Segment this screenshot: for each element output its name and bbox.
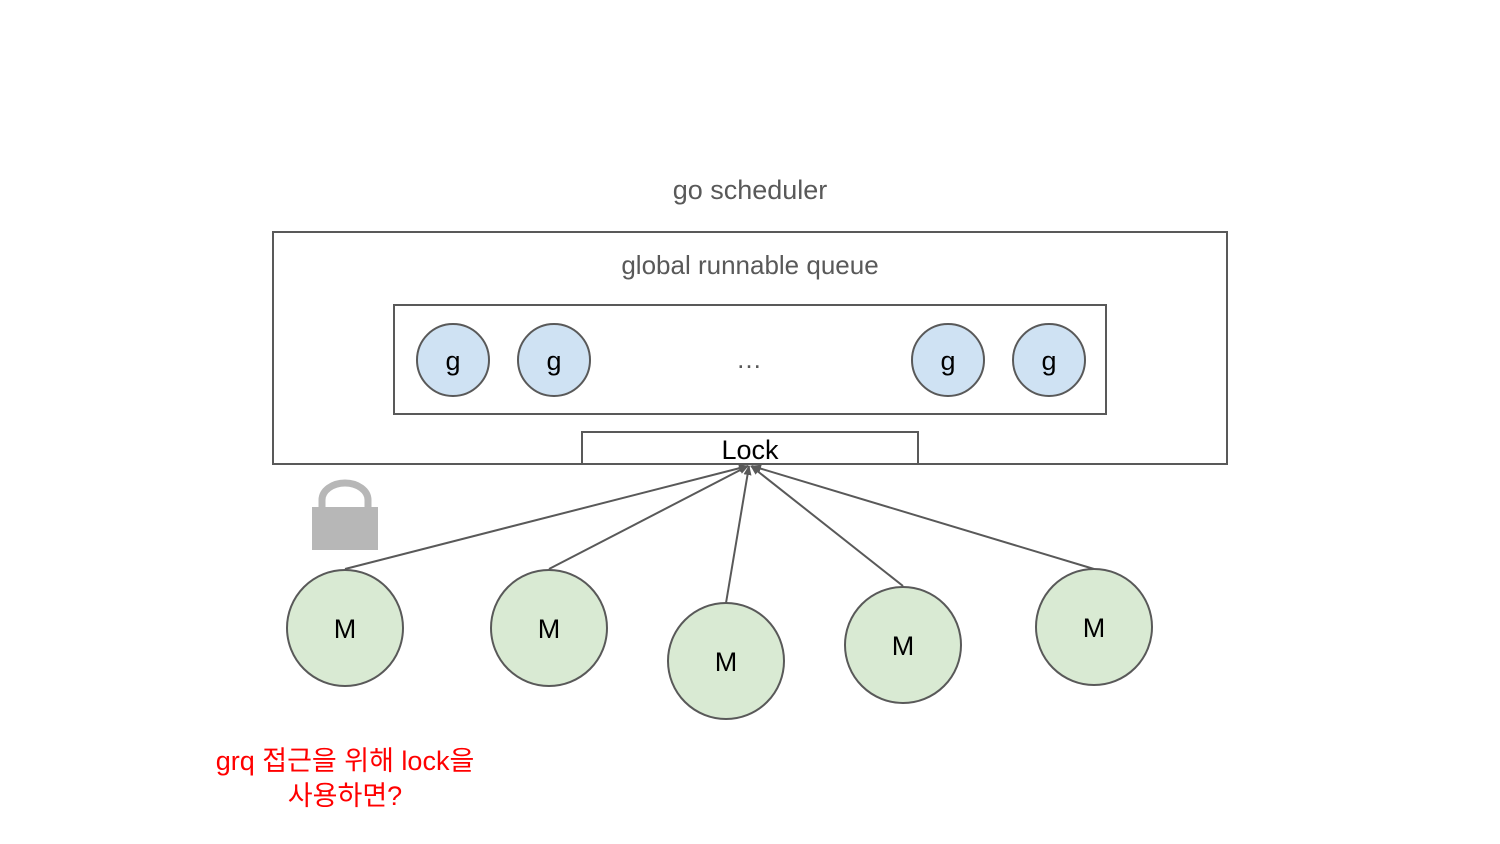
padlock-icon (312, 479, 378, 550)
machine-node: M (1035, 568, 1153, 686)
machine-label: M (538, 614, 561, 644)
arrow-m4-to-lock (750, 465, 904, 587)
arrow-m2-to-lock (548, 465, 749, 570)
goroutine-circle (416, 323, 490, 397)
caption-line-2: 사용하면? (288, 781, 402, 811)
goroutine-label: g (445, 346, 460, 376)
arrow-m3-to-lock (725, 465, 752, 604)
machine-circle (1035, 568, 1153, 686)
queue-label: global runnable queue (621, 250, 878, 280)
arrow-m5-to-lock (751, 464, 1095, 570)
lock-label: Lock (721, 435, 779, 465)
machine-label: M (715, 647, 738, 677)
padlock-shackle (318, 479, 372, 508)
machine-node: M (286, 569, 404, 687)
padlock-body (312, 507, 378, 550)
machine-node: M (667, 602, 785, 720)
global-runnable-queue-box (393, 304, 1107, 415)
diagram-title: go scheduler (673, 175, 828, 205)
queue-ellipsis: … (736, 344, 762, 374)
machine-node: M (490, 569, 608, 687)
machine-node: M (844, 586, 962, 704)
lock-box (581, 431, 919, 465)
goroutine: g (1012, 323, 1086, 397)
goroutine-label: g (1041, 346, 1056, 376)
goroutine: g (416, 323, 490, 397)
goroutine-label: g (546, 346, 561, 376)
machine-circle (844, 586, 962, 704)
goroutine: g (911, 323, 985, 397)
goroutine-label: g (940, 346, 955, 376)
caption-line-1: grq 접근을 위해 lock을 (216, 746, 475, 776)
goroutine-circle (1012, 323, 1086, 397)
machine-label: M (1083, 613, 1106, 643)
machine-circle (667, 602, 785, 720)
arrow-m1-to-lock (344, 464, 749, 570)
machine-circle (286, 569, 404, 687)
goroutine: g (517, 323, 591, 397)
goroutine-circle (517, 323, 591, 397)
machine-circle (490, 569, 608, 687)
machine-label: M (334, 614, 357, 644)
machine-label: M (892, 631, 915, 661)
goroutine-circle (911, 323, 985, 397)
